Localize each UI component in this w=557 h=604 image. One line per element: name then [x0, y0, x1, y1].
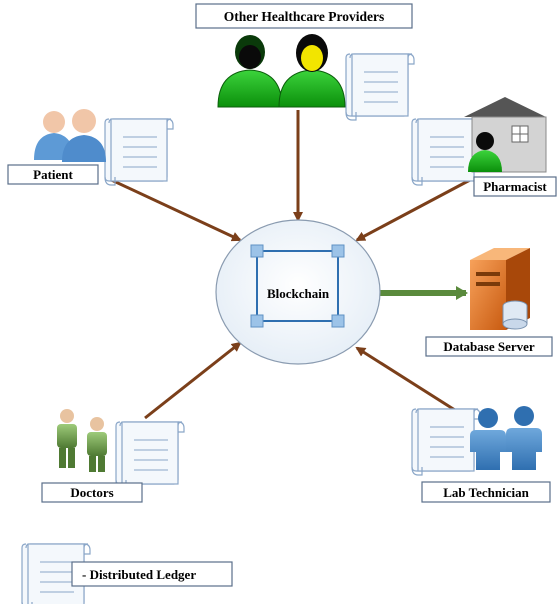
doctors-ledger-icon [115, 421, 185, 489]
doctors-icon [57, 409, 107, 472]
arrow-from-patient [104, 175, 242, 242]
arrow-from-lab-technician [355, 346, 459, 414]
blockchain-node-square [250, 314, 264, 328]
doctors-label-box [41, 482, 143, 503]
other-providers-label-box [195, 3, 413, 29]
blockchain-node-square [331, 314, 345, 328]
arrow-from-pharmacist [355, 178, 471, 242]
other-providers-label: Other Healthcare Providers [224, 9, 384, 24]
database-server-label: Database Server [443, 339, 535, 354]
lab-technician-ledger-icon [411, 408, 481, 476]
pharmacist-label-box [473, 176, 557, 197]
legend-label: - Distributed Ledger [82, 567, 196, 582]
blockchain-node-square [331, 244, 345, 258]
patient-label: Patient [33, 167, 73, 182]
patient-node: Patient [7, 109, 174, 186]
blockchain-node: Blockchain [215, 219, 381, 365]
other-providers-ledger-icon [345, 53, 415, 121]
arrows [104, 110, 471, 420]
legend-label-box [71, 561, 233, 587]
database-server-node: Database Server [425, 248, 553, 357]
blockchain-label: Blockchain [267, 286, 330, 301]
pharmacist-node: Pharmacist [411, 97, 557, 197]
blockchain-node-square [250, 244, 264, 258]
patient-icon [34, 109, 106, 162]
lab-technician-icon [470, 406, 542, 470]
healthcare-providers-icon [217, 34, 346, 108]
patient-label-box [7, 164, 99, 185]
legend: - Distributed Ledger [21, 543, 233, 604]
patient-ledger-icon [104, 118, 174, 186]
blockchain-frame [256, 250, 339, 322]
doctors-label: Doctors [70, 485, 113, 500]
database-server-label-box [425, 336, 553, 357]
doctors-node: Doctors [41, 409, 185, 503]
lab-technician-node: Lab Technician [411, 406, 551, 503]
arrow-from-doctors [144, 341, 242, 420]
pharmacist-ledger-icon [411, 118, 481, 186]
other-providers-node: Other Healthcare Providers [195, 3, 415, 121]
lab-technician-label: Lab Technician [443, 485, 529, 500]
pharmacy-icon [464, 97, 547, 173]
lab-technician-label-box [421, 481, 551, 503]
database-server-icon [470, 248, 530, 330]
pharmacist-label: Pharmacist [483, 179, 547, 194]
